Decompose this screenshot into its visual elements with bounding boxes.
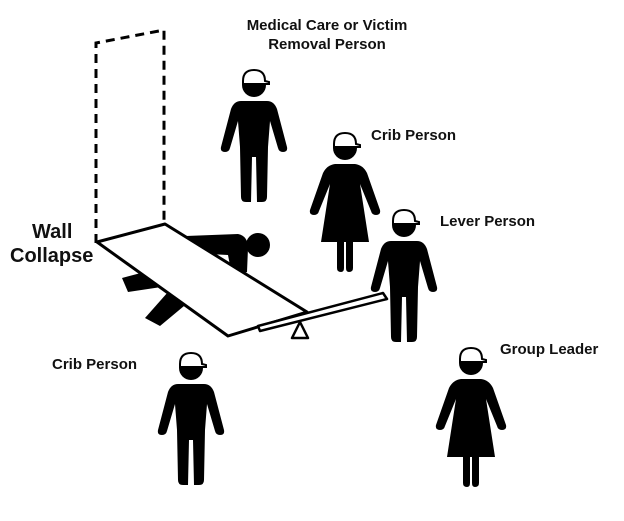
lever-person-label: Lever Person <box>440 213 536 230</box>
wall-collapse-label: Wall Collapse <box>10 220 93 268</box>
person-in-dress-with-cap-icon <box>308 132 382 273</box>
crib-person-left-label: Crib Person <box>52 356 138 373</box>
triangle-fulcrum-icon <box>290 320 310 340</box>
person-with-cap-icon <box>369 209 439 343</box>
lever-bar <box>256 291 389 333</box>
wall-collapse-label-line2: Collapse <box>10 245 94 267</box>
wall-original-outline <box>94 28 166 243</box>
wall-collapse-label-line1: Wall <box>32 221 73 243</box>
person-in-dress-with-cap-icon <box>434 347 508 488</box>
person-with-cap-icon <box>156 352 226 486</box>
medical-care-label: Medical Care or Victim Removal Person <box>222 16 432 54</box>
medical-care-label-line2: Removal Person <box>268 36 386 53</box>
medical-care-label-line1: Medical Care or Victim <box>246 17 408 34</box>
group-leader-label: Group Leader <box>500 341 599 358</box>
crib-person-right-label: Crib Person <box>371 127 457 144</box>
person-with-cap-icon <box>219 69 289 203</box>
